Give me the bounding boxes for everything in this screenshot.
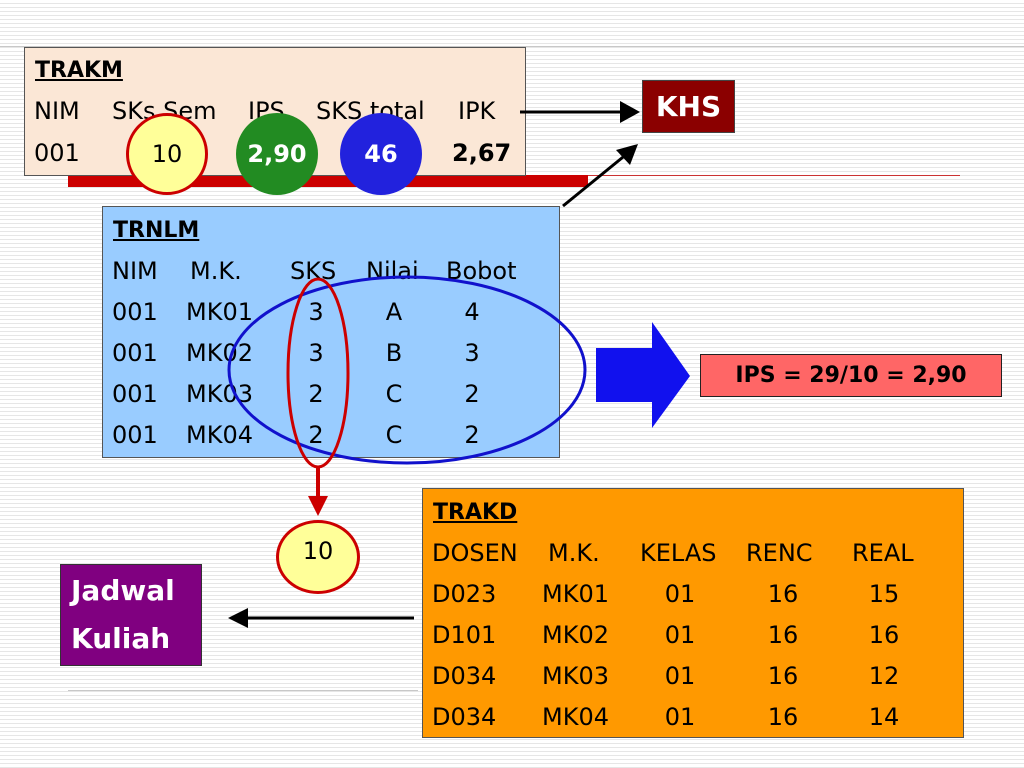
trakd-row2-renc: 16 [767,621,799,649]
trnlm-title: TRNLM [113,218,200,243]
trakm-cell-sks-sem: 10 [151,140,183,168]
trnlm-header-sks: SKS [290,257,337,285]
trakm-cell-sks-total: 46 [364,140,398,168]
jadwal-line1: Jadwal [71,574,175,607]
trakd-row1-renc: 16 [767,580,799,608]
trakd-row4-kelas: 01 [664,703,696,731]
trakd-row2-kelas: 01 [664,621,696,649]
trakd-row3-mk: MK03 [542,662,609,690]
bottom-rule [68,690,418,691]
trakd-row3-real: 12 [868,662,900,690]
trakd-row1-kelas: 01 [664,580,696,608]
trakd-row4-real: 14 [868,703,900,731]
trnlm-row1-nim: 001 [112,298,158,326]
trakd-row3-renc: 16 [767,662,799,690]
trnlm-header-mk: M.K. [190,257,242,285]
trnlm-header-nim: NIM [112,257,158,285]
trakm-header-ipk: IPK [458,97,496,125]
trnlm-row1-sks: 3 [308,298,324,326]
khs-box: KHS [642,80,735,133]
trnlm-header-nilai: Nilai [366,257,419,285]
trakm-cell-ipk: 2,67 [452,139,512,167]
trakd-row3-dosen: D034 [432,662,497,690]
trnlm-row2-nilai: B [385,339,403,367]
top-rule [0,46,1024,47]
trakd-row1-mk: MK01 [542,580,609,608]
trakd-to-jadwal-arrowhead [228,608,248,628]
trnlm-row4-sks: 2 [308,421,324,449]
trakd-title: TRAKD [433,500,518,525]
trnlm-row4-nim: 001 [112,421,158,449]
trakd-row4-dosen: D034 [432,703,497,731]
sks-total-circle: 46 [340,113,422,195]
trakm-cell-ips: 2,90 [247,140,307,168]
ips-result-text: IPS = 29/10 = 2,90 [735,363,967,388]
trnlm-row4-nilai: C [385,421,403,449]
trakd-header-real: REAL [852,539,914,567]
trakm-header-nim: NIM [34,97,80,125]
trnlm-row3-mk: MK03 [186,380,253,408]
trnlm-row1-mk: MK01 [186,298,253,326]
trnlm-row1-nilai: A [385,298,403,326]
sks-sum-circle: 10 [276,520,360,594]
trakd-row1-dosen: D023 [432,580,497,608]
jadwal-kuliah-box: Jadwal Kuliah [60,564,202,666]
trakd-header-kelas: KELAS [640,539,717,567]
trakd-row4-renc: 16 [767,703,799,731]
trakd-header-renc: RENC [746,539,813,567]
jadwal-line2: Kuliah [71,622,171,655]
ips-block-arrow [596,322,690,428]
trakd-row1-real: 15 [868,580,900,608]
trakd-header-dosen: DOSEN [432,539,518,567]
ips-circle: 2,90 [236,113,318,195]
trakd-row2-real: 16 [868,621,900,649]
trakm-cell-nim: 001 [34,139,80,167]
trakm-title: TRAKM [35,58,123,83]
trnlm-row3-nilai: C [385,380,403,408]
trakd-row2-mk: MK02 [542,621,609,649]
trnlm-row3-sks: 2 [308,380,324,408]
trnlm-header-bobot: Bobot [446,257,517,285]
trnlm-row4-bobot: 2 [464,421,480,449]
trnlm-row2-nim: 001 [112,339,158,367]
trakd-row4-mk: MK04 [542,703,609,731]
sks-sem-circle: 10 [126,113,208,195]
trnlm-row1-bobot: 4 [464,298,480,326]
trnlm-row4-mk: MK04 [186,421,253,449]
trakd-table: TRAKD [422,488,964,738]
trakd-row3-kelas: 01 [664,662,696,690]
trakd-header-mk: M.K. [548,539,600,567]
trakd-row2-dosen: D101 [432,621,497,649]
mid-rule [560,175,960,176]
trnlm-row2-sks: 3 [308,339,324,367]
trnlm-row2-bobot: 3 [464,339,480,367]
trnlm-row3-bobot: 2 [464,380,480,408]
trnlm-to-khs-arrowhead [616,144,638,165]
sks-down-arrowhead [308,496,328,516]
ips-result-box: IPS = 29/10 = 2,90 [700,354,1002,397]
khs-label: KHS [655,90,722,123]
trnlm-row2-mk: MK02 [186,339,253,367]
trnlm-row3-nim: 001 [112,380,158,408]
trnlm-table: TRNLM [102,206,560,458]
sks-sum-value: 10 [302,537,334,565]
trakm-to-khs-arrowhead [620,101,640,123]
